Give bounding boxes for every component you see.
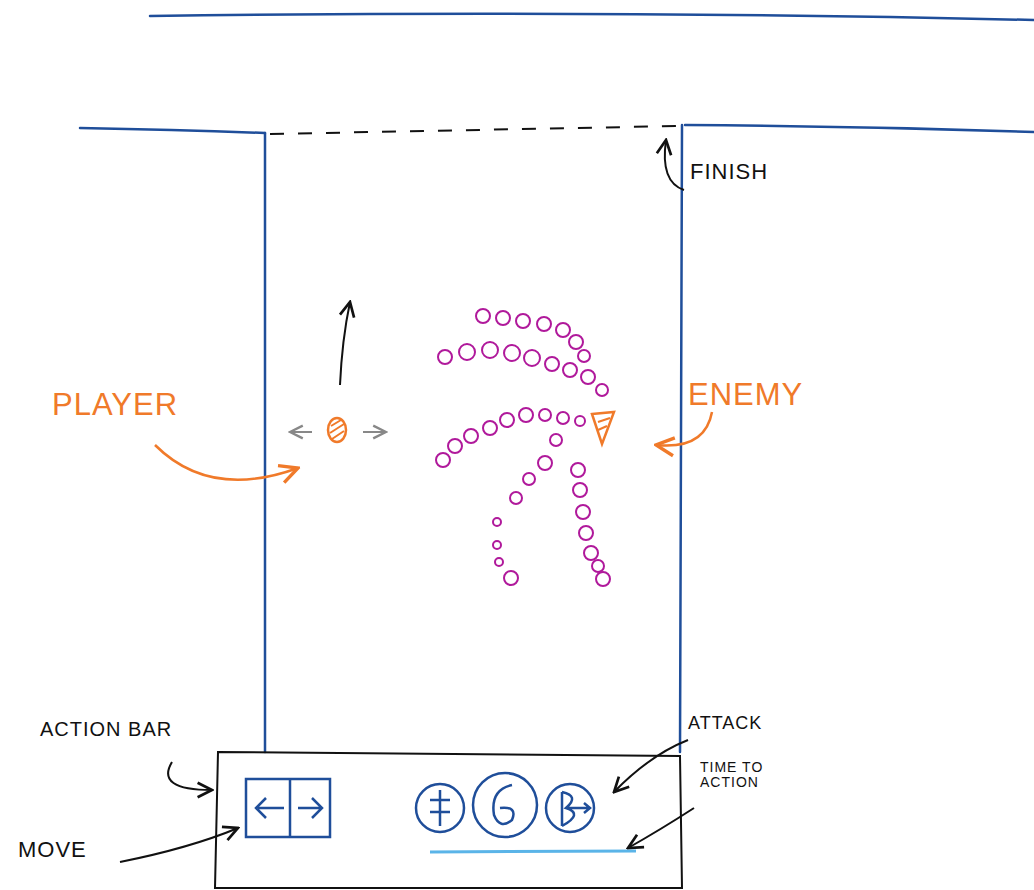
bullet-pattern bbox=[436, 309, 610, 586]
action-bar-pointer bbox=[168, 762, 212, 790]
move-pointer bbox=[120, 828, 238, 862]
attack-label: ATTACK bbox=[688, 714, 808, 734]
time-pointer bbox=[628, 808, 694, 848]
attack-pointer bbox=[614, 740, 688, 792]
wall-top-right bbox=[685, 125, 1034, 132]
move-buttons bbox=[246, 779, 330, 837]
finish-pointer bbox=[665, 140, 684, 190]
player bbox=[290, 302, 386, 442]
move-left-icon bbox=[256, 798, 284, 818]
player-token bbox=[328, 418, 346, 442]
action-bar-frame bbox=[215, 752, 682, 888]
finish-label: FINISH bbox=[690, 160, 830, 184]
forward-arrow bbox=[340, 302, 350, 385]
move-label: MOVE bbox=[18, 838, 128, 862]
finish-line bbox=[270, 126, 678, 134]
player-label: PLAYER bbox=[52, 388, 222, 422]
wall-top-left bbox=[80, 128, 265, 133]
move-right-icon bbox=[298, 798, 322, 818]
enemy-label: ENEMY bbox=[688, 378, 858, 412]
time-label: TIME TO ACTION bbox=[700, 760, 778, 791]
cooldown-bar bbox=[430, 851, 636, 852]
move-right-arrow bbox=[363, 431, 386, 433]
top-border bbox=[150, 14, 1034, 20]
enemy bbox=[592, 412, 614, 444]
player-hatch bbox=[330, 420, 344, 439]
action-bar-label: ACTION BAR bbox=[40, 718, 210, 740]
action-bar bbox=[215, 752, 682, 888]
attack-button bbox=[416, 784, 464, 832]
track-left-wall bbox=[264, 133, 267, 752]
enemy-token bbox=[592, 412, 614, 444]
move-divider bbox=[289, 779, 292, 837]
attack-icon bbox=[430, 790, 450, 826]
move-left-arrow bbox=[290, 431, 312, 433]
attack-icon bbox=[493, 785, 513, 824]
attack-icon bbox=[562, 792, 590, 826]
player-pointer bbox=[155, 445, 298, 480]
enemy-hatch bbox=[598, 418, 610, 430]
track-right-wall bbox=[680, 125, 682, 752]
enemy-pointer bbox=[656, 412, 712, 446]
attack-button bbox=[473, 773, 537, 837]
attack-button bbox=[546, 784, 594, 832]
